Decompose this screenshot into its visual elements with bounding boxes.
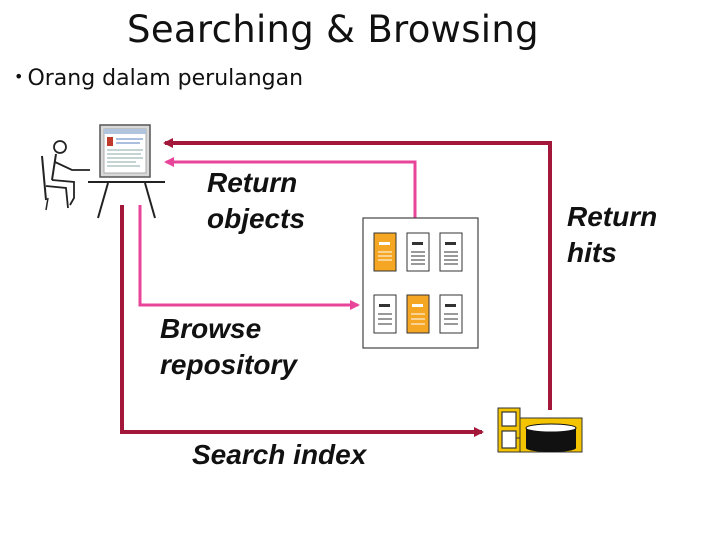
search-loop-arrows	[120, 138, 552, 437]
return-objects-arrow	[164, 157, 417, 222]
document-icon	[406, 294, 430, 334]
document-repository-icon	[362, 217, 479, 349]
return-objects-label: Return objects	[207, 167, 305, 234]
document-icon	[373, 294, 397, 334]
bullet-dot-icon: •	[14, 67, 24, 86]
user-at-computer-icon	[41, 124, 165, 219]
return-hits-arrow	[163, 138, 552, 410]
return-hits-label: Return hits	[567, 201, 665, 268]
browse-repository-label: Browse repository	[160, 313, 298, 380]
bullet-item: •Orang dalam perulangan	[14, 66, 303, 91]
browse-loop-arrows	[138, 157, 417, 310]
document-icon	[406, 232, 430, 272]
search-index-label: Search index	[192, 439, 368, 470]
document-icon	[439, 294, 463, 334]
document-icon	[373, 232, 397, 272]
index-database-icon	[497, 407, 583, 453]
browse-repository-arrow	[138, 205, 360, 310]
bullet-text: Orang dalam perulangan	[27, 66, 304, 91]
slide-title: Searching & Browsing	[127, 8, 539, 51]
search-index-arrow	[120, 205, 484, 437]
document-icon	[439, 232, 463, 272]
